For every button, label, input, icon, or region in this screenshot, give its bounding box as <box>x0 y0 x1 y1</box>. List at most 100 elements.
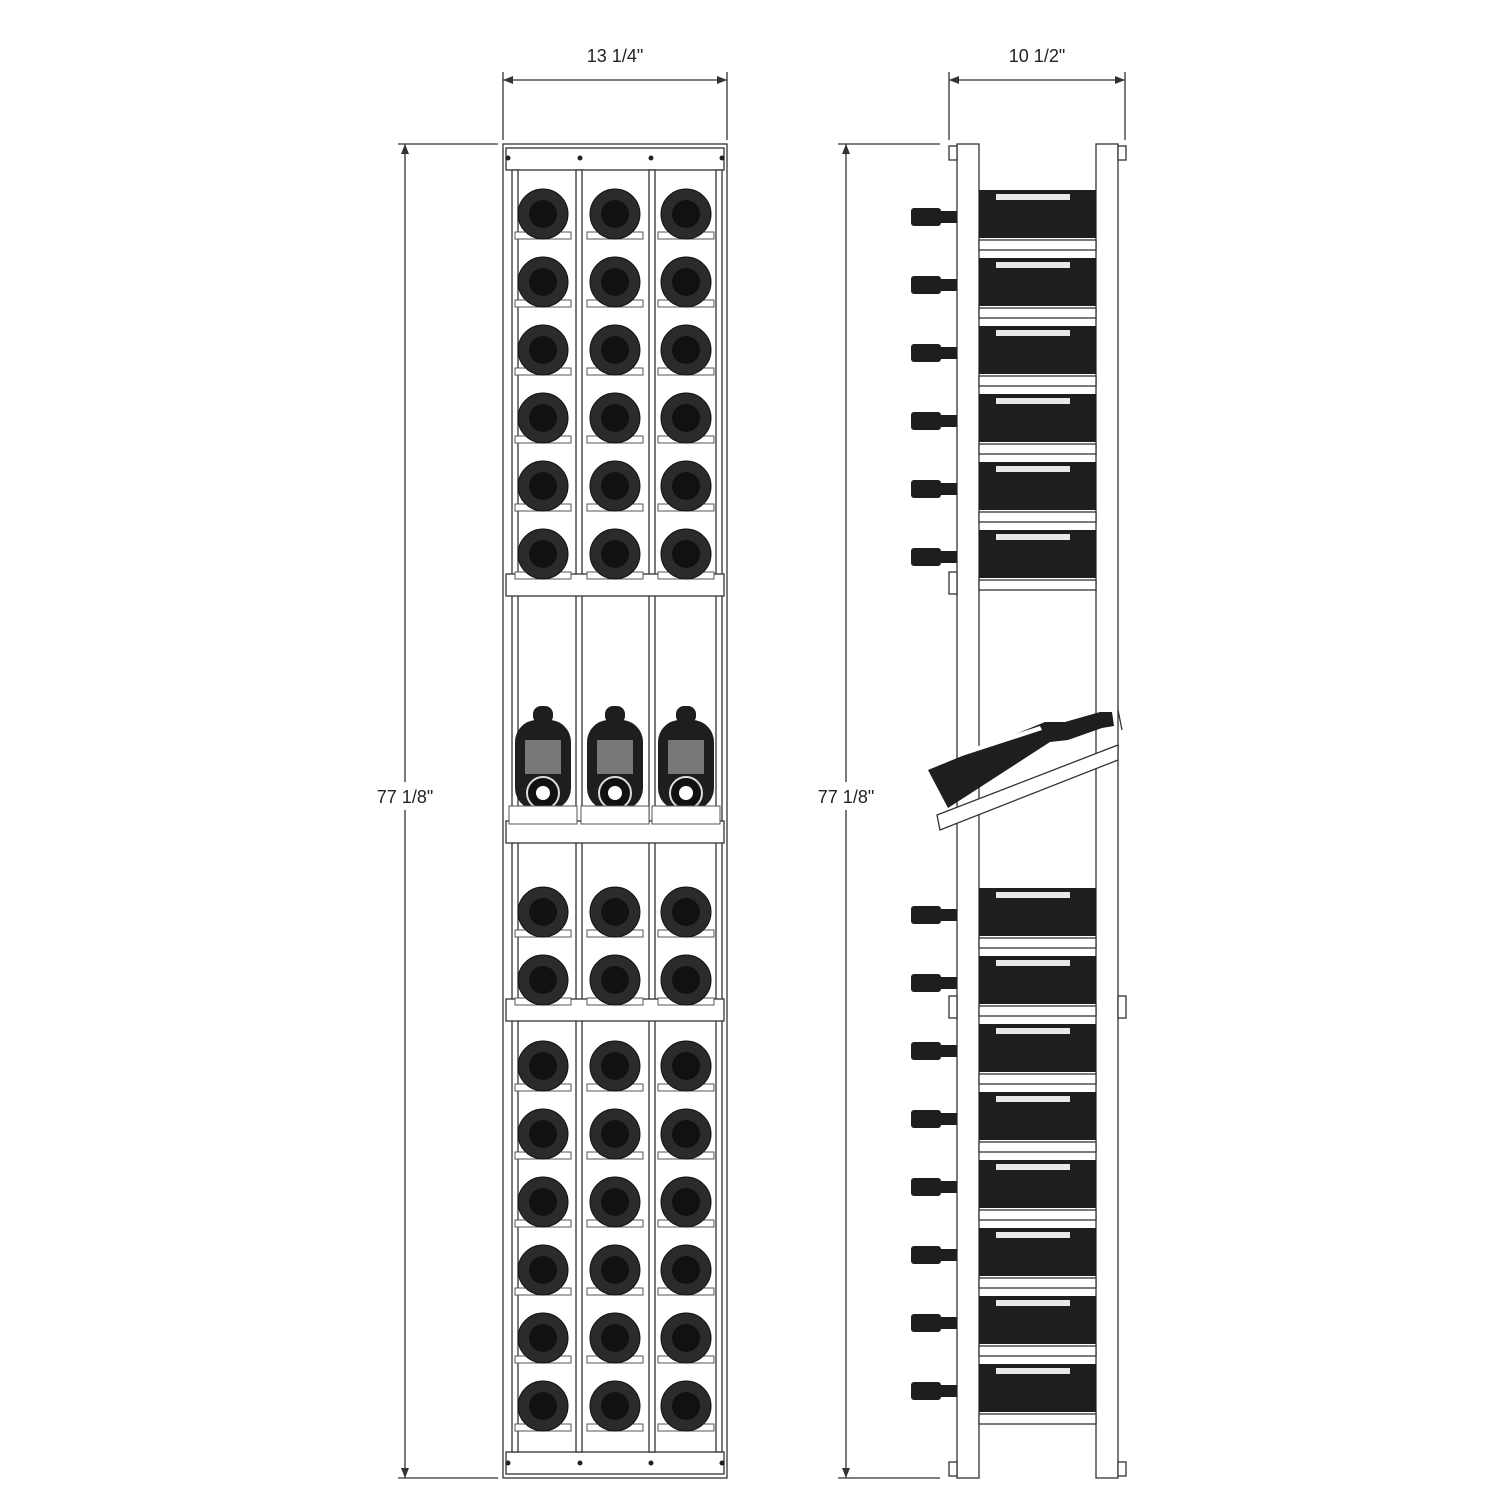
side-bottle-shoulder <box>941 483 957 495</box>
bottle-center <box>529 966 557 994</box>
side-bottle <box>911 530 1097 591</box>
front-bottle <box>586 188 644 240</box>
side-bottle-shoulder <box>941 1317 957 1329</box>
front-bottle <box>586 1380 644 1432</box>
bottle-center <box>672 404 700 432</box>
side-bottle-neck <box>911 906 941 924</box>
side-back-post <box>1095 143 1119 1479</box>
front-bottle <box>514 460 572 512</box>
side-height-label: 77 1/8" <box>818 787 874 807</box>
bottle-center <box>529 1188 557 1216</box>
front-display-bottle <box>651 706 721 825</box>
bottle-center <box>672 1392 700 1420</box>
side-bottle-neck <box>911 1178 941 1196</box>
side-bottle-label <box>996 330 1070 336</box>
side-bottle-neck <box>911 276 941 294</box>
front-bottle <box>657 1040 715 1092</box>
side-bottle-neck <box>911 412 941 430</box>
bottle-center <box>601 1120 629 1148</box>
front-bottle <box>514 1108 572 1160</box>
bottle-center <box>601 404 629 432</box>
front-bottle <box>657 1312 715 1364</box>
front-bottles <box>514 188 715 1432</box>
side-bottle-shoulder <box>941 1385 957 1397</box>
side-bottle-neck <box>911 208 941 226</box>
bottle-center <box>601 1188 629 1216</box>
front-display-bottle <box>508 706 578 825</box>
side-bottle-neck <box>911 1042 941 1060</box>
side-depth-label: 10 1/2" <box>1009 46 1065 66</box>
front-bottle <box>657 1380 715 1432</box>
front-bottle <box>657 1108 715 1160</box>
side-bottle-neck <box>911 344 941 362</box>
display-bottle-punt <box>608 786 622 800</box>
side-bottle <box>911 1228 1097 1289</box>
display-cradle <box>508 805 578 825</box>
front-bottle <box>657 256 715 308</box>
front-view: 13 1/4" 77 1/8" <box>368 46 728 1479</box>
bottle-center <box>529 1392 557 1420</box>
side-bottle-rail <box>978 1209 1097 1221</box>
bottle-center <box>601 1324 629 1352</box>
display-bottle-neck <box>533 706 553 724</box>
front-bottle <box>514 1040 572 1092</box>
bottle-center <box>529 404 557 432</box>
side-bottle-neck <box>911 1246 941 1264</box>
side-bottle-rail <box>978 1141 1097 1153</box>
display-bottle-neck <box>605 706 625 724</box>
display-bottle-punt <box>679 786 693 800</box>
front-bottle <box>514 392 572 444</box>
front-bottle <box>514 954 572 1006</box>
bottle-center <box>529 1120 557 1148</box>
side-bottle <box>911 1024 1097 1085</box>
bottle-center <box>672 200 700 228</box>
side-bottle-neck <box>911 480 941 498</box>
bottle-center <box>672 966 700 994</box>
bottle-center <box>529 1256 557 1284</box>
front-bottle <box>514 886 572 938</box>
front-bottle <box>657 324 715 376</box>
front-bottle <box>586 886 644 938</box>
front-bottle <box>586 392 644 444</box>
side-bottle-shoulder <box>941 1249 957 1261</box>
bottle-center <box>672 898 700 926</box>
front-bottle <box>514 528 572 580</box>
front-display-bottle <box>580 706 650 825</box>
front-bottle <box>657 460 715 512</box>
side-bottle-shoulder <box>941 1045 957 1057</box>
side-bottle-shoulder <box>941 211 957 223</box>
side-bottle-neck <box>911 1314 941 1332</box>
bottle-center <box>529 336 557 364</box>
front-bottle <box>514 1380 572 1432</box>
side-bottle-label <box>996 1368 1070 1374</box>
front-bottle <box>586 460 644 512</box>
side-bottle <box>911 888 1097 949</box>
bottle-center <box>672 1324 700 1352</box>
side-bottle-label <box>996 1096 1070 1102</box>
side-display-bottle <box>928 709 1123 831</box>
display-bottle-punt <box>536 786 550 800</box>
side-bottle <box>911 394 1097 455</box>
front-bottle <box>586 1312 644 1364</box>
side-bottle <box>911 462 1097 523</box>
side-bottle <box>911 1296 1097 1357</box>
display-bottle-label <box>525 740 561 774</box>
bottle-center <box>529 472 557 500</box>
bottle-center <box>601 268 629 296</box>
front-height-label: 77 1/8" <box>377 787 433 807</box>
bottle-center <box>672 268 700 296</box>
side-bottle-shoulder <box>941 279 957 291</box>
side-bottle-label <box>996 892 1070 898</box>
side-bottle-shoulder <box>941 347 957 359</box>
bottle-center <box>601 1392 629 1420</box>
bottle-center <box>529 200 557 228</box>
side-bottle-shoulder <box>941 1181 957 1193</box>
bottle-center <box>601 200 629 228</box>
front-bottle <box>657 188 715 240</box>
side-bottle-neck <box>911 974 941 992</box>
side-bottle-rail <box>978 1413 1097 1425</box>
side-bottle-label <box>996 960 1070 966</box>
bottle-center <box>601 1256 629 1284</box>
front-bottle <box>657 528 715 580</box>
